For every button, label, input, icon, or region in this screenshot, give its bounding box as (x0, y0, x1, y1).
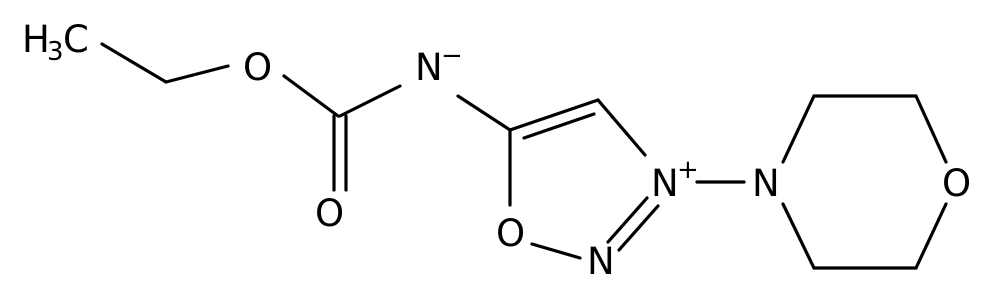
bond-c5-c4 (508, 98, 600, 132)
atom-amide-charge: − (441, 41, 463, 71)
bond-o1-n2 (530, 242, 582, 260)
bond-morph-n-c-top (781, 94, 816, 164)
bond-c4-n3 (596, 98, 647, 157)
atom-ring-n-plus: N + (651, 155, 699, 205)
bond-ch3-ch2 (100, 42, 168, 84)
atom-ester-oxygen: O (243, 46, 272, 89)
atom-methyl-c: C (63, 18, 89, 61)
atom-amide-n: N (415, 46, 443, 89)
bond-c5-c4-inner (522, 112, 596, 140)
bond-n2-n3-a (606, 196, 649, 244)
atom-methyl-sub: 3 (47, 37, 64, 67)
atom-methyl-h: H (22, 18, 50, 61)
atom-n-plus: N (651, 162, 679, 205)
bond-n-minus-c5 (456, 94, 512, 132)
bond-ch2-o (164, 64, 230, 84)
atom-amide-nitrogen: N − (415, 41, 463, 89)
atom-morpholine-nitrogen: N (752, 162, 780, 205)
bond-morph-c-o-top (914, 94, 948, 164)
atom-ring-nitrogen: N (587, 240, 615, 283)
atom-methyl: H 3 C (22, 18, 89, 67)
atom-n-plus-charge: + (677, 155, 699, 185)
bond-morph-o-c-bottom (914, 202, 948, 270)
bond-morph-c-n-bottom (781, 202, 816, 270)
atom-ring-oxygen: O (496, 212, 525, 255)
bond-c-n-minus (338, 84, 402, 118)
bond-n2-n3-b (617, 204, 660, 252)
bond-o-carbonyl-c (282, 74, 340, 118)
atom-morpholine-oxygen: O (942, 162, 971, 205)
atom-carbonyl-oxygen: O (315, 192, 344, 235)
